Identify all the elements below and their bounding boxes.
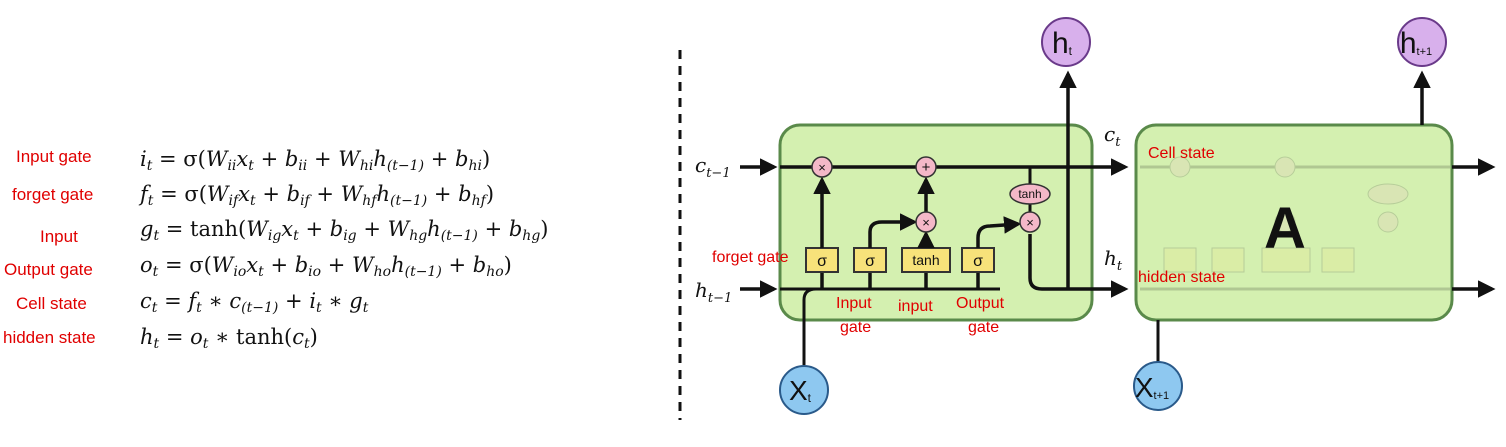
svg-text:tanh: tanh: [912, 252, 939, 268]
annotation-input-gate-1: Input: [836, 295, 872, 312]
h-t-node: ht: [1041, 17, 1091, 67]
equation-formula: ot = σ(Wioxt + bio + Whoh(t−1) + bho): [140, 253, 512, 280]
svg-text:+: +: [922, 159, 931, 176]
h-out-label: ht: [1104, 246, 1123, 274]
equation-list: Input gate it = σ(Wiixt + bii + Whih(t−1…: [3, 147, 548, 352]
equation-label: Input gate: [16, 147, 92, 166]
gate-input: σ: [853, 247, 887, 273]
c-prev-label: ct−1: [695, 153, 731, 181]
equation-row-cell-state: Cell state ct = ft ∗ c(t−1) + it ∗ gt: [16, 289, 369, 316]
cell-box: [1134, 123, 1454, 322]
equation-label: hidden state: [3, 328, 96, 347]
output-tanh-op: tanh: [1009, 183, 1051, 205]
equation-formula: ft = σ(Wifxt + bif + Whfh(t−1) + bhf): [138, 182, 494, 209]
equation-label: forget gate: [12, 185, 93, 204]
x-join-curve: [802, 287, 817, 301]
equation-label: Output gate: [4, 260, 93, 279]
input-multiply-op: ×: [915, 211, 937, 233]
svg-text:σ: σ: [973, 253, 983, 270]
equation-label: Cell state: [16, 294, 87, 313]
annotation-output-gate-2: gate: [968, 319, 999, 336]
svg-text:Xt+1: Xt+1: [1135, 372, 1169, 403]
output-gate-to-mult-arrow: [976, 216, 1022, 248]
lstm-cell-next: A Xt+1 ht+1: [1133, 17, 1496, 411]
svg-text:ht+1: ht+1: [1400, 27, 1432, 60]
gate-output: σ: [961, 247, 995, 273]
faded-internals: [1140, 156, 1450, 291]
cell-label: A: [1264, 196, 1306, 261]
svg-text:×: ×: [818, 160, 826, 175]
equation-row-output-gate: Output gate ot = σ(Wioxt + bio + Whoh(t−…: [4, 253, 512, 280]
equation-formula: gt = tanh(Wigxt + big + Whgh(t−1) + bhg): [140, 217, 548, 244]
annotation-output-gate-1: Output: [956, 295, 1005, 312]
x-t-node: Xt: [779, 365, 829, 415]
equation-label: Input: [40, 227, 78, 246]
c-out-label: ct: [1104, 122, 1121, 150]
hidden-out-arrow: [1028, 234, 1129, 298]
equation-row-input: Input gt = tanh(Wigxt + big + Whgh(t−1) …: [40, 217, 548, 246]
svg-text:tanh: tanh: [1018, 187, 1041, 201]
svg-text:×: ×: [922, 215, 930, 230]
svg-text:×: ×: [1026, 215, 1034, 230]
annotation-input: input: [898, 298, 933, 315]
gate-input-tanh: tanh: [901, 247, 951, 273]
equation-row-hidden-state: hidden state ht = ot ∗ tanh(ct): [3, 325, 318, 352]
svg-text:Xt: Xt: [789, 375, 812, 406]
x-t1-node: Xt+1: [1133, 361, 1183, 411]
svg-text:σ: σ: [865, 253, 875, 270]
lstm-cell-current: ct−1 ct ht−1 σ σ tanh σ: [695, 17, 1129, 415]
add-op: +: [915, 156, 937, 178]
annotation-hidden-state: hidden state: [1138, 269, 1225, 286]
equation-formula: ct = ft ∗ c(t−1) + it ∗ gt: [140, 289, 369, 316]
svg-text:σ: σ: [817, 253, 827, 270]
annotation-cell-state: Cell state: [1148, 145, 1215, 162]
equation-row-input-gate: Input gate it = σ(Wiixt + bii + Whih(t−1…: [16, 147, 490, 174]
input-gate-to-mult-arrow: [868, 213, 918, 248]
annotation-forget-gate: forget gate: [712, 249, 789, 266]
equation-row-forget-gate: forget gate ft = σ(Wifxt + bif + Whfh(t−…: [12, 182, 494, 209]
gate-forget: σ: [805, 247, 839, 273]
equation-formula: it = σ(Wiixt + bii + Whih(t−1) + bhi): [140, 147, 490, 174]
output-multiply-op: ×: [1019, 211, 1041, 233]
diagram-annotations: forget gate Input gate input Output gate…: [712, 145, 1225, 336]
annotation-input-gate-2: gate: [840, 319, 871, 336]
svg-text:ht: ht: [1052, 27, 1073, 60]
forget-multiply-op: ×: [811, 156, 833, 178]
h-prev-label: ht−1: [695, 278, 732, 306]
h-t1-node: ht+1: [1397, 17, 1447, 67]
equation-formula: ht = ot ∗ tanh(ct): [140, 325, 318, 352]
